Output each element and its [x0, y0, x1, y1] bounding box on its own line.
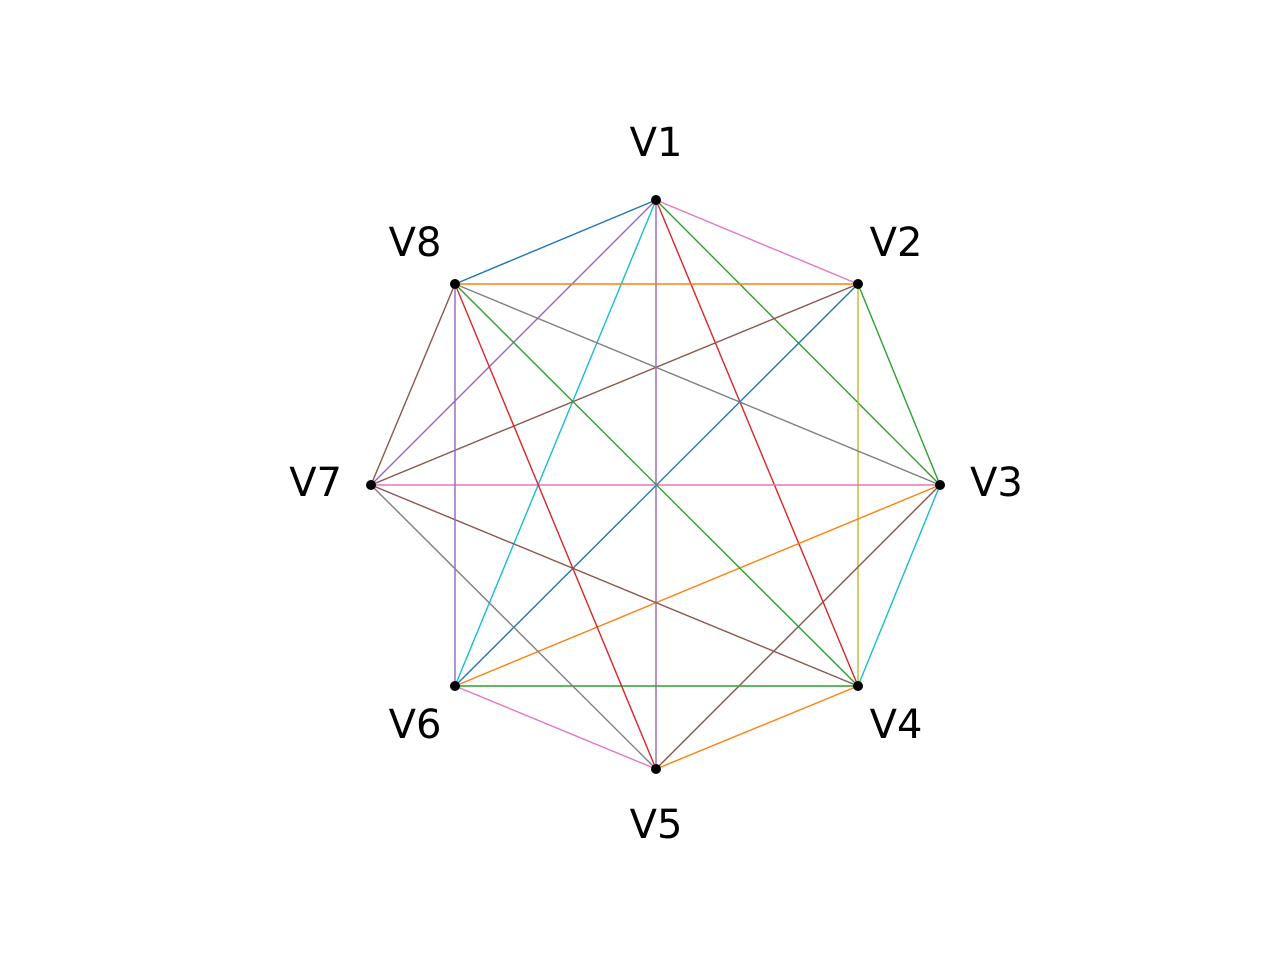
edge-v3-v4	[857, 484, 941, 687]
vertex-v3	[935, 480, 945, 490]
edge-v1-v2	[655, 199, 859, 285]
edge-v1-v8	[454, 199, 657, 285]
edge-v3-v8	[454, 283, 941, 486]
edge-v1-v3	[655, 199, 941, 486]
edge-v1-v4	[655, 199, 859, 687]
edge-v4-v5	[655, 685, 859, 770]
vertex-label-v8: V8	[389, 220, 442, 266]
vertex-label-v6: V6	[389, 702, 442, 748]
nodes-layer	[366, 195, 945, 774]
vertex-v8	[450, 279, 460, 289]
edges-layer	[370, 199, 941, 770]
edge-v4-v8	[454, 283, 859, 687]
vertex-v7	[366, 480, 376, 490]
vertex-v1	[651, 195, 661, 205]
edge-v1-v6	[454, 199, 657, 687]
vertex-v6	[450, 681, 460, 691]
vertex-v4	[853, 681, 863, 691]
edge-v3-v6	[454, 484, 941, 687]
vertex-label-v1: V1	[630, 120, 683, 166]
edge-v2-v3	[857, 283, 941, 486]
vertex-label-v3: V3	[970, 460, 1023, 506]
edge-v5-v6	[454, 685, 657, 770]
edge-v5-v8	[454, 283, 657, 770]
vertex-label-v7: V7	[289, 460, 342, 506]
vertex-v2	[853, 279, 863, 289]
edge-v2-v7	[370, 283, 859, 486]
vertex-label-v5: V5	[630, 802, 683, 848]
vertex-label-v4: V4	[870, 702, 923, 748]
edge-v7-v8	[370, 283, 456, 486]
vertex-v5	[651, 764, 661, 774]
edge-v4-v7	[370, 484, 859, 687]
edge-v5-v7	[370, 484, 657, 770]
vertex-label-v2: V2	[870, 220, 923, 266]
